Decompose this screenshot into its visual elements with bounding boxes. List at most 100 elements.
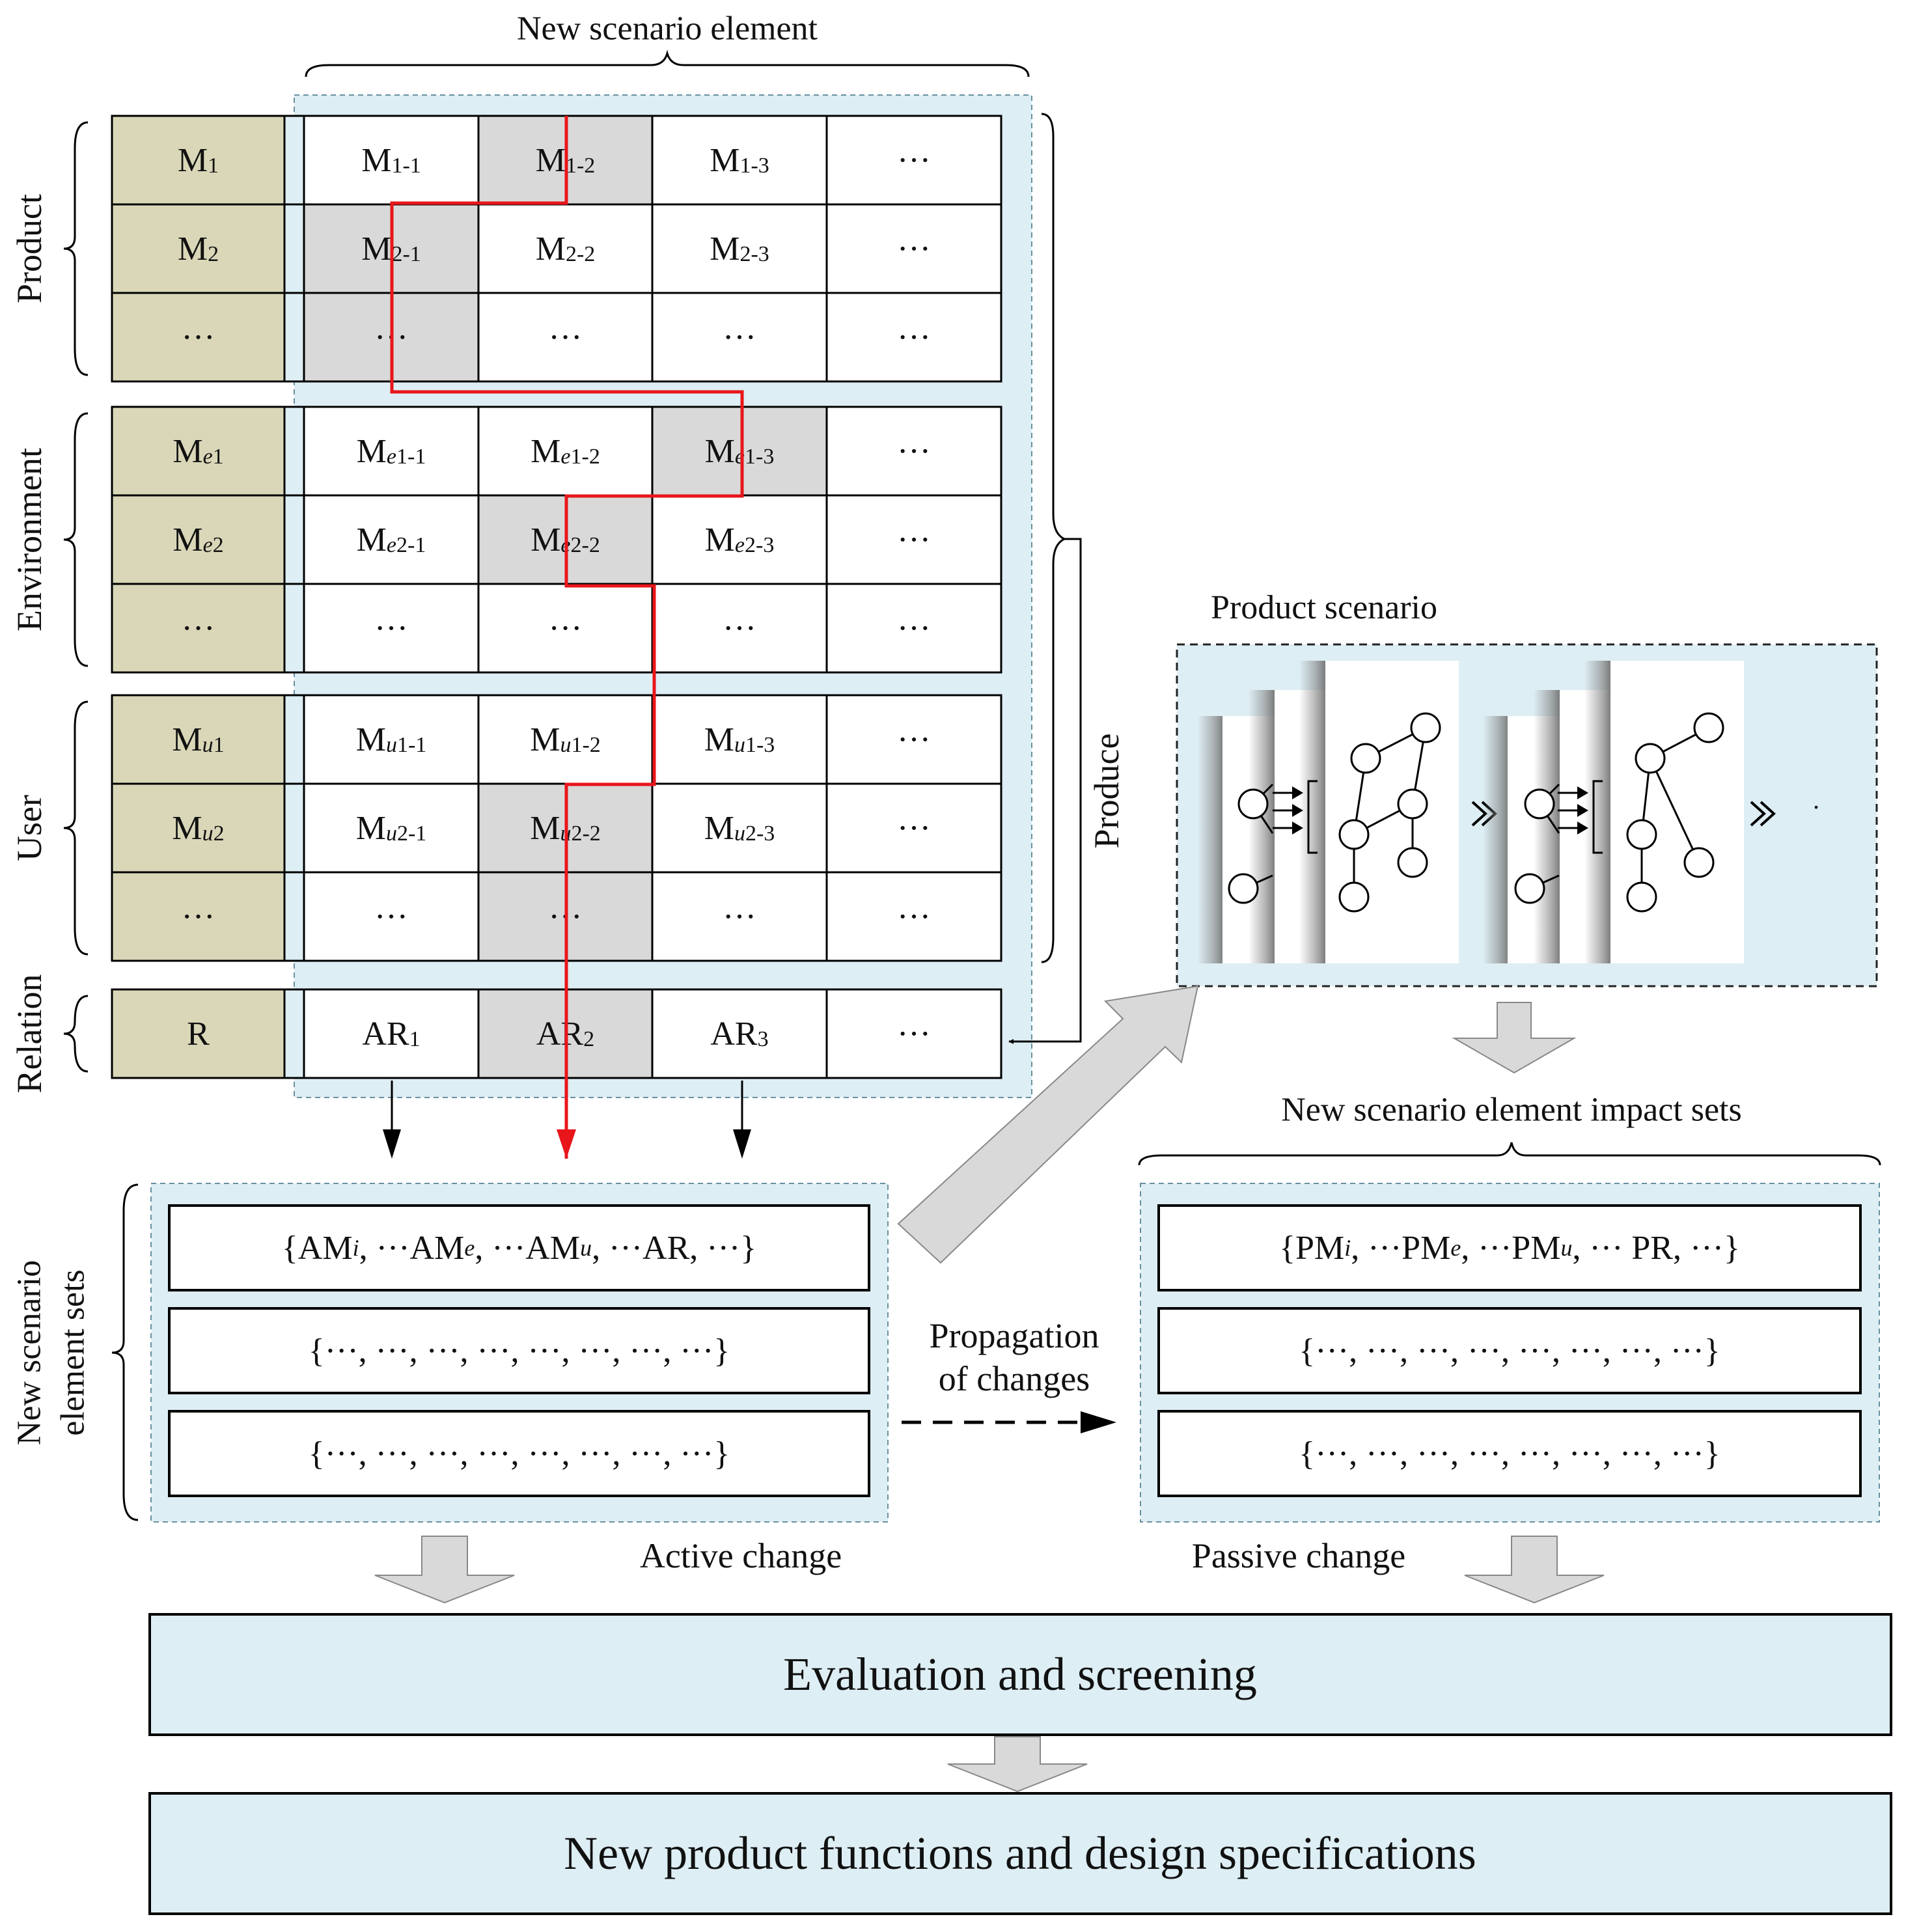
matrix-cell-label: Mu1-3 xyxy=(704,721,775,758)
matrix-cell xyxy=(651,871,828,962)
matrix-cell-label: Me1-2 xyxy=(531,433,600,470)
matrix-cell-label: ··· xyxy=(897,721,931,758)
to-scenario-arrow xyxy=(897,985,1199,1264)
matrix-cell-label: Me1-1 xyxy=(357,433,426,470)
matrix-cell-label: ··· xyxy=(897,610,931,647)
matrix-cell xyxy=(825,988,1002,1079)
set-text: {PMi, ···PMe, ···PMu, ··· PR, ···} xyxy=(1279,1230,1740,1267)
matrix-cell xyxy=(651,203,828,294)
matrix-cell-label: ··· xyxy=(549,610,583,647)
final-label: New product functions and design specifi… xyxy=(564,1827,1476,1879)
group-label: Product xyxy=(10,194,49,303)
matrix-cell-label: Mu2-1 xyxy=(356,810,427,847)
matrix-cell-label: ··· xyxy=(897,433,931,470)
matrix-cell-label: M1-1 xyxy=(361,142,421,179)
matrix-cell-label: Mu1-1 xyxy=(356,721,427,758)
matrix-cell-label: AR3 xyxy=(710,1015,768,1053)
matrix-cell-label: ··· xyxy=(723,898,756,935)
scenario-continuation: · xyxy=(1812,793,1820,822)
scenario-stack-2 xyxy=(1483,661,1744,963)
matrix-cell-label: M2-1 xyxy=(361,230,421,268)
new-sets-label-line1: New scenario xyxy=(11,1260,48,1445)
set-box xyxy=(168,1307,870,1394)
matrix-cell xyxy=(651,988,828,1079)
scenario-down-arrow xyxy=(1452,1002,1577,1074)
final-box xyxy=(148,1792,1892,1915)
row-header-label: Mu1 xyxy=(172,721,224,758)
matrix-cell-label: ··· xyxy=(549,319,583,356)
set-box xyxy=(168,1410,870,1497)
matrix-cell xyxy=(651,583,828,674)
row-header-cell xyxy=(111,292,286,383)
ar3-down-arrow xyxy=(733,1081,751,1159)
row-gap xyxy=(283,406,305,497)
group-brace xyxy=(63,412,89,667)
row-header-label: ··· xyxy=(182,319,215,356)
set-text: {AMi, ···AMe, ···AMu, ···AR, ···} xyxy=(282,1230,756,1267)
impact-sets-label: New scenario element impact sets xyxy=(1281,1092,1742,1129)
matrix-cell-label: Mu1-2 xyxy=(530,721,601,758)
evaluation-box xyxy=(148,1613,1892,1736)
row-header-label: ··· xyxy=(182,610,215,647)
impact-brace: New scenario element impact sets xyxy=(1138,1092,1881,1166)
top-brace-label: New scenario element xyxy=(517,10,818,48)
row-header-label: Me2 xyxy=(173,521,223,559)
group-brace xyxy=(63,995,89,1073)
new-sets-label-line2: element sets xyxy=(55,1269,92,1436)
row-gap xyxy=(283,988,305,1079)
matrix-cell-label: ··· xyxy=(897,142,931,179)
row-header-label: Me1 xyxy=(173,433,223,470)
row-header-label: M1 xyxy=(178,142,219,179)
row-gap xyxy=(283,203,305,294)
propagation-line2: of changes xyxy=(939,1359,1090,1398)
matrix-cell-label: Me2-1 xyxy=(357,521,426,559)
matrix-cell-label: ··· xyxy=(897,230,931,268)
row-header-cell xyxy=(111,583,286,674)
row-header-cell xyxy=(111,694,286,785)
matrix-cell xyxy=(303,115,480,206)
matrix-cell-label: ··· xyxy=(374,898,408,935)
row-header-label: M2 xyxy=(178,230,219,268)
active-sets: {AMi, ···AMe, ···AMu, ···AR, ···} {···, ·… xyxy=(168,1204,870,1497)
matrix-cell-label: ··· xyxy=(897,810,931,847)
matrix-cell xyxy=(825,203,1002,294)
scenario-stack-1 xyxy=(1198,661,1459,963)
set-box xyxy=(1157,1204,1862,1291)
red-arrow-head xyxy=(557,1129,576,1159)
passive-sets: {PMi, ···PMe, ···PMu, ··· PR, ···} {···, … xyxy=(1157,1204,1862,1497)
set-text: {···, ···, ···, ···, ···, ···, ···, ···} xyxy=(309,1435,730,1472)
top-brace: New scenario element xyxy=(305,10,1030,77)
matrix-cell xyxy=(303,988,480,1079)
matrix-cell-label: Me2-3 xyxy=(705,521,775,559)
matrix-cell-label: AR1 xyxy=(362,1015,420,1053)
set-box xyxy=(1157,1307,1862,1394)
row-gap xyxy=(283,694,305,785)
matrix-cell xyxy=(825,871,1002,962)
matrix-cell-label: M1-2 xyxy=(536,142,596,179)
matrix-cell xyxy=(303,583,480,674)
set-text: {···, ···, ···, ···, ···, ···, ···, ···} xyxy=(1299,1435,1720,1472)
matrix-cell-label: ··· xyxy=(897,1015,931,1053)
matrix-cell xyxy=(477,583,654,674)
group-brace xyxy=(63,700,89,956)
passive-down-arrow xyxy=(1464,1536,1605,1604)
group-label: Relation xyxy=(10,974,49,1094)
red-change-path xyxy=(390,116,744,1159)
row-header-cell xyxy=(111,871,286,962)
matrix-cell xyxy=(477,406,654,497)
row-gap xyxy=(283,494,305,585)
matrix-cell-label: ··· xyxy=(723,610,756,647)
matrix-cell xyxy=(651,694,828,785)
row-header-label: R xyxy=(187,1015,210,1053)
matrix-cell xyxy=(477,203,654,294)
produce-connector: Produce xyxy=(1008,538,1126,1044)
evaluation-label: Evaluation and screening xyxy=(783,1648,1257,1700)
matrix-cell-label: Me2-2 xyxy=(531,521,600,559)
matrix-cell-label: Mu2-2 xyxy=(530,810,601,847)
set-box xyxy=(168,1204,870,1291)
row-header-cell xyxy=(111,115,286,206)
matrix-cell-label: ··· xyxy=(897,319,931,356)
matrix-cell xyxy=(825,292,1002,383)
